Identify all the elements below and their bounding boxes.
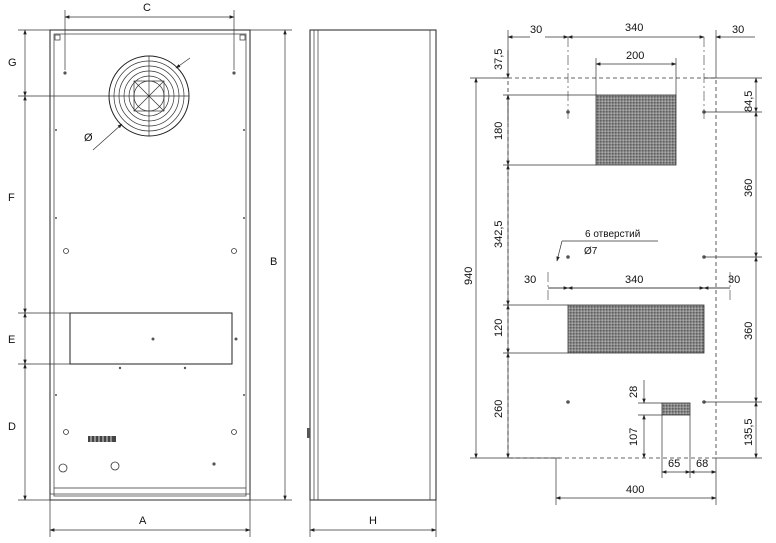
dim-label-b: B [270,256,277,268]
dim-37-5: 37,5 [493,49,505,70]
dim-342-5: 342,5 [493,220,505,248]
dim-360-upper: 360 [743,179,755,197]
fan-grille-icon [108,55,190,137]
dim-label-f: F [8,192,15,204]
dim-label-c: C [143,2,151,14]
dim-200: 200 [626,50,644,62]
dim-label-e: E [8,334,15,346]
dim-340-top: 340 [625,22,643,34]
dim-135-5: 135,5 [743,418,755,446]
dim-360-lower: 360 [743,322,755,340]
upper-cutout [595,94,677,166]
dim-120: 120 [493,319,505,337]
holes-count-label: 6 отверстий [585,229,640,240]
terminal-block-icon [88,436,116,442]
dim-label-g: G [8,57,17,69]
dim-940: 940 [463,267,475,285]
dim-180: 180 [493,122,505,140]
cabinet-outline [49,29,251,501]
dim-30-mid-left: 30 [524,274,536,286]
side-outline [309,29,437,501]
dim-340-mid: 340 [625,274,643,286]
side-view: H [307,29,437,537]
dim-28: 28 [628,386,640,398]
dim-30-top-right: 30 [732,24,744,36]
dim-30-top-left: 30 [530,24,542,36]
dim-107: 107 [628,428,640,446]
dim-400: 400 [626,484,644,496]
dim-label-h: H [369,515,377,527]
dim-30-mid-right: 30 [728,274,740,286]
dim-260: 260 [493,400,505,418]
dim-84-5: 84,5 [743,91,755,112]
dim-65: 65 [668,458,680,470]
small-cutout [661,402,691,416]
vent-panel [69,312,233,365]
hole-diameter-label: Ø7 [584,246,598,257]
cutout-template: 30 340 30 200 37,5 180 342,5 120 260 940 [463,22,762,505]
dim-label-d: D [8,421,16,433]
dim-label-a: A [139,515,147,527]
front-view: Ø C [8,2,292,537]
dim-68: 68 [696,458,708,470]
lower-cutout [567,304,705,354]
diameter-label: Ø [84,132,93,144]
